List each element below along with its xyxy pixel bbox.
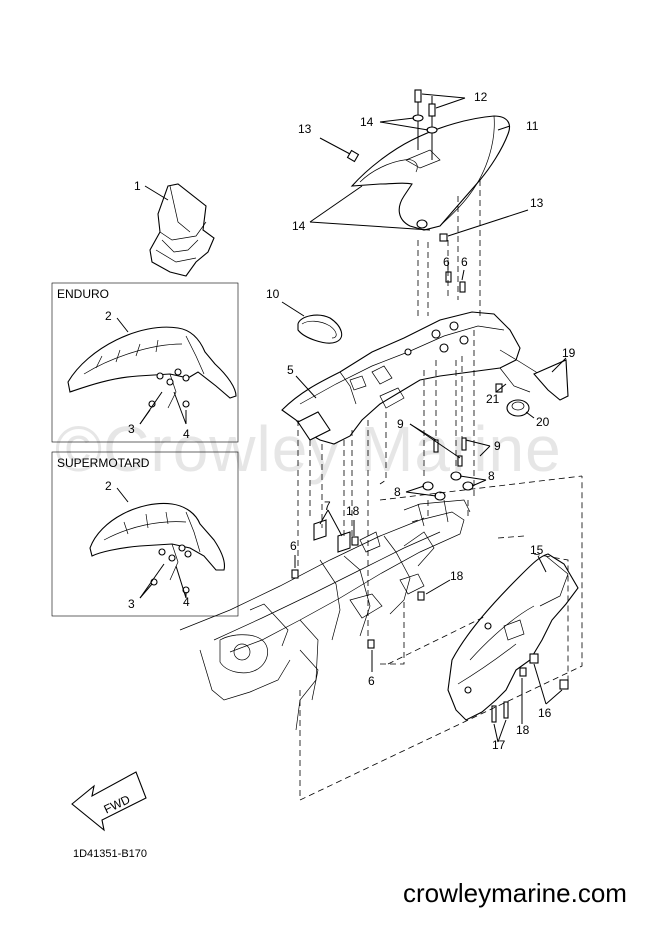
enduro-box [51,282,239,443]
callout-9-left: 9 [397,417,404,431]
screw-13-right [439,233,448,242]
callout-15: 15 [530,543,544,557]
callout-18-cover: 18 [516,723,530,737]
enduro-box-title: ENDURO [57,287,109,301]
part-reflector [506,399,530,417]
bolts-supermotard [150,544,192,594]
bolts-6-top [445,271,466,293]
bolt-6-left [291,569,299,579]
screw-21 [495,383,503,393]
callout-16: 16 [538,706,552,720]
fwd-arrow-icon [71,771,147,832]
callout-13-left: 13 [298,122,312,136]
screw-17b [503,701,509,719]
callout-2-enduro: 2 [105,309,112,323]
part-license-bracket [533,359,569,401]
grommet-16a [529,653,539,664]
washers-14 [412,114,438,134]
callout-14-lower: 14 [292,219,306,233]
callout-4-enduro: 4 [183,427,190,441]
callout-17: 17 [492,738,506,752]
screw-17a [491,705,497,723]
part-headlight-cover [149,183,215,277]
callout-6-frame-low: 6 [368,674,375,688]
bolt-18-mid [417,591,425,601]
part-bracket-7b [337,531,351,553]
callout-numbers: 1 2 3 4 2 3 4 5 6 6 6 6 7 8 8 9 9 10 11 … [105,90,576,752]
callout-5: 5 [287,363,294,377]
bolt-6-low [367,639,375,649]
callout-3-enduro: 3 [128,422,135,436]
callout-11: 11 [526,119,539,133]
callout-14-top: 14 [360,115,374,129]
part-front-fender-enduro [67,326,237,409]
part-rear-fender [281,311,545,445]
callout-6-top-right: 6 [461,255,468,269]
callout-2-supermotard: 2 [105,479,112,493]
callout-21: 21 [486,392,500,406]
callout-9-right: 9 [494,439,501,453]
supermotard-box-title: SUPERMOTARD [57,456,150,470]
screw-13-left [346,149,360,163]
callout-1: 1 [134,179,141,193]
callout-8-right: 8 [488,469,495,483]
callout-20: 20 [536,415,550,429]
part-seat-cover [350,115,511,231]
bolts-enduro [148,368,190,408]
diagram-part-code: 1D41351-B170 [73,848,148,860]
grommet-16b [559,679,569,690]
callout-12: 12 [474,90,488,104]
screws-9 [433,437,467,467]
callout-19: 19 [562,346,576,360]
callout-6-top-left: 6 [443,255,450,269]
bolts-12 [414,89,436,117]
part-rubber-band [297,314,343,344]
bolt-18-left [351,536,359,546]
callout-6-frame-left: 6 [290,539,297,553]
bolt-18-right [519,667,527,677]
callout-3-supermotard: 3 [128,597,135,611]
callout-4-supermotard: 4 [183,595,190,609]
callout-13-right: 13 [530,196,544,210]
callout-10: 10 [266,287,280,301]
nuts-8 [422,471,474,501]
callout-18-frame-left: 18 [346,504,360,518]
supermotard-box [51,451,239,617]
callout-18-frame-mid: 18 [450,569,464,583]
site-url-link[interactable]: crowleymarine.com [403,878,627,908]
callout-8-left: 8 [394,485,401,499]
part-side-cover [447,553,579,721]
part-front-fender-supermotard [89,502,226,581]
callout-7: 7 [324,499,331,513]
assembly-lines [297,180,583,801]
